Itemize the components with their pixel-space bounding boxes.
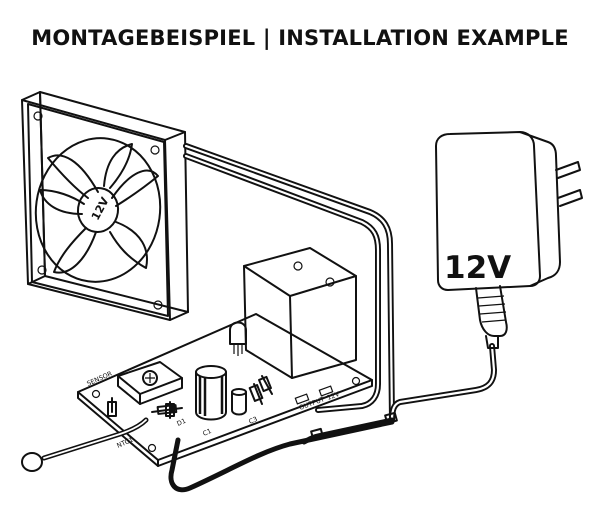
fan-voltage-label: 12V: [89, 195, 112, 223]
ntc-sensor: [21, 417, 149, 472]
transistor: [229, 321, 247, 356]
output-terminals: [294, 385, 334, 405]
adapter-voltage-label: 12V: [444, 250, 511, 286]
pcb-label-c1: C1: [202, 427, 213, 438]
fan: 12V: [21, 91, 189, 321]
capacitor-c1: [195, 365, 227, 421]
page-title: MONTAGEBEISPIEL | INSTALLATION EXAMPLE: [31, 26, 569, 50]
fan-cable: [183, 143, 395, 423]
diode-d1: [151, 404, 183, 415]
relay: [243, 247, 357, 379]
pcb-label-c3: C3: [248, 415, 259, 426]
wire-splices: [310, 411, 398, 441]
power-adapter: 12V: [435, 131, 583, 349]
potentiometer: [117, 361, 183, 405]
pcb-label-ntc: NTC1: [116, 436, 135, 450]
adapter-cable: [168, 343, 497, 493]
capacitor-c3: [231, 388, 247, 416]
resistors: [107, 375, 273, 419]
fan-blades: [39, 143, 159, 274]
pcb: SENSOR NTC1 D1 C1 C3 OUTPUT 12V: [77, 247, 373, 467]
pcb-label-d1: D1: [176, 417, 188, 428]
